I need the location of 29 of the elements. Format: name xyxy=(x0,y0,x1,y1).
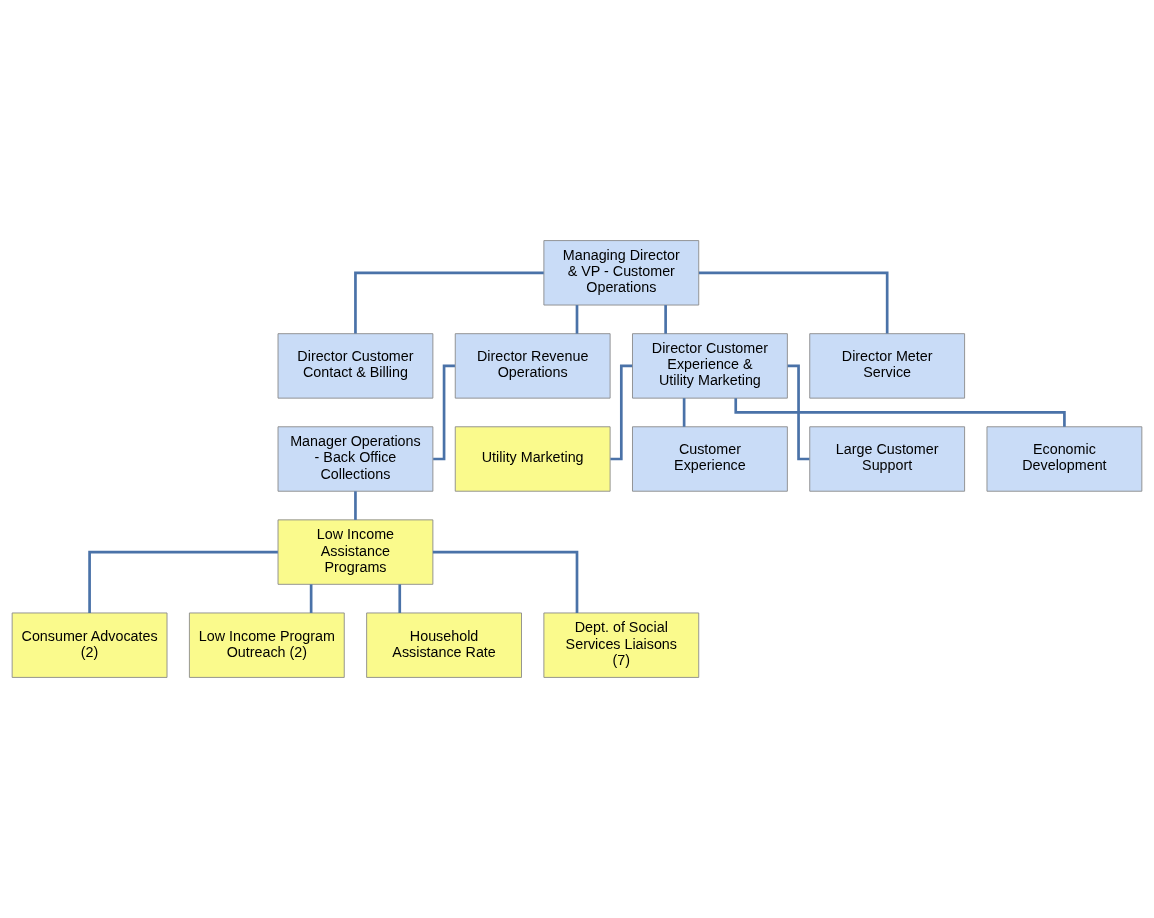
node-box: Dept. of Social Services Liaisons (7) xyxy=(543,612,700,678)
node-box: Director Revenue Operations xyxy=(454,333,611,399)
connector xyxy=(664,305,667,334)
node-box: Director Meter Service xyxy=(809,333,966,399)
connector xyxy=(433,364,455,461)
connector xyxy=(432,550,579,613)
connector xyxy=(354,271,544,334)
node-box: Director Customer Contact & Billing xyxy=(277,333,434,399)
node-box: Economic Development xyxy=(986,426,1143,492)
connector xyxy=(398,584,402,613)
node-box: Manager Operations - Back Office Collections xyxy=(277,426,434,492)
node-box: Director Customer Experience & Utility Marketing xyxy=(632,333,788,399)
connector xyxy=(610,364,633,461)
node-box: Household Assistance Rate xyxy=(366,612,522,678)
node-box: Consumer Advocates (2) xyxy=(11,612,168,678)
node-box: Low Income Assistance Programs xyxy=(277,519,434,585)
connector xyxy=(354,491,357,520)
node-box: Large Customer Support xyxy=(809,426,966,492)
node-box: Utility Marketing xyxy=(454,426,611,492)
connector xyxy=(88,550,278,613)
connector xyxy=(575,305,579,334)
connector xyxy=(698,271,889,334)
node-box: Low Income Program Outreach (2) xyxy=(188,612,345,678)
node-box: Managing Director & VP - Customer Operations xyxy=(543,240,700,306)
node-box: Customer Experience xyxy=(632,426,788,492)
connector xyxy=(309,584,313,613)
connector xyxy=(682,398,686,427)
connector xyxy=(787,364,810,461)
connector xyxy=(734,398,1066,427)
